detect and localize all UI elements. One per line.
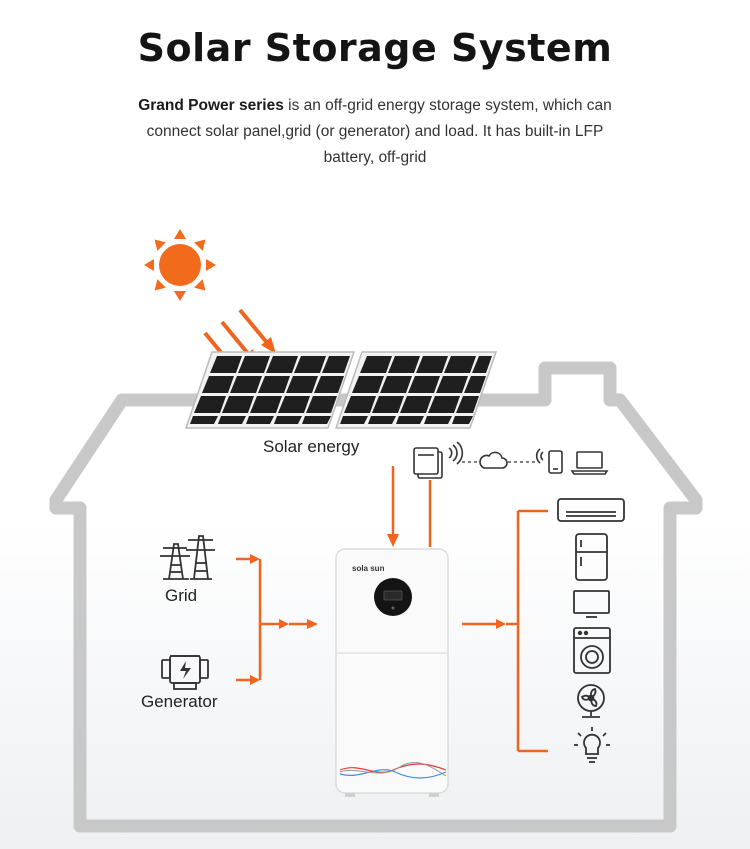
input-bus-lines (236, 554, 318, 685)
house-outline (49, 361, 703, 833)
energy-storage-unit (335, 548, 449, 797)
wifi-datalogger-icon (413, 441, 464, 479)
laptop-icon (570, 451, 609, 475)
generator-icon (161, 655, 209, 690)
solar-panel-left (184, 351, 356, 429)
washing-machine-icon (573, 627, 611, 674)
grid-label: Grid (165, 586, 198, 605)
unit-brand-logo: sola sun (352, 564, 385, 573)
grid-tower-icon (160, 535, 215, 580)
output-bus-lines (462, 509, 548, 753)
fan-icon (577, 684, 605, 718)
description-bold: Grand Power series (138, 97, 284, 114)
unit-wave-decoration (339, 763, 447, 773)
page-title: Solar Storage System (137, 26, 613, 70)
sun-icon (144, 229, 216, 301)
phone-icon (535, 448, 563, 474)
light-bulb-icon (574, 727, 610, 763)
air-conditioner-icon (557, 498, 625, 522)
cloud-icon (479, 451, 508, 469)
description-text: is an off-grid energy storage system, wh… (146, 97, 612, 166)
refrigerator-icon (575, 533, 608, 581)
generator-label: Generator (141, 692, 218, 711)
solar-panel-right (334, 351, 498, 429)
solar-to-unit-arrow (387, 466, 399, 547)
description: Grand Power series is an off-grid energy… (120, 93, 630, 171)
television-icon (573, 590, 610, 618)
solar-energy-label: Solar energy (263, 437, 360, 456)
